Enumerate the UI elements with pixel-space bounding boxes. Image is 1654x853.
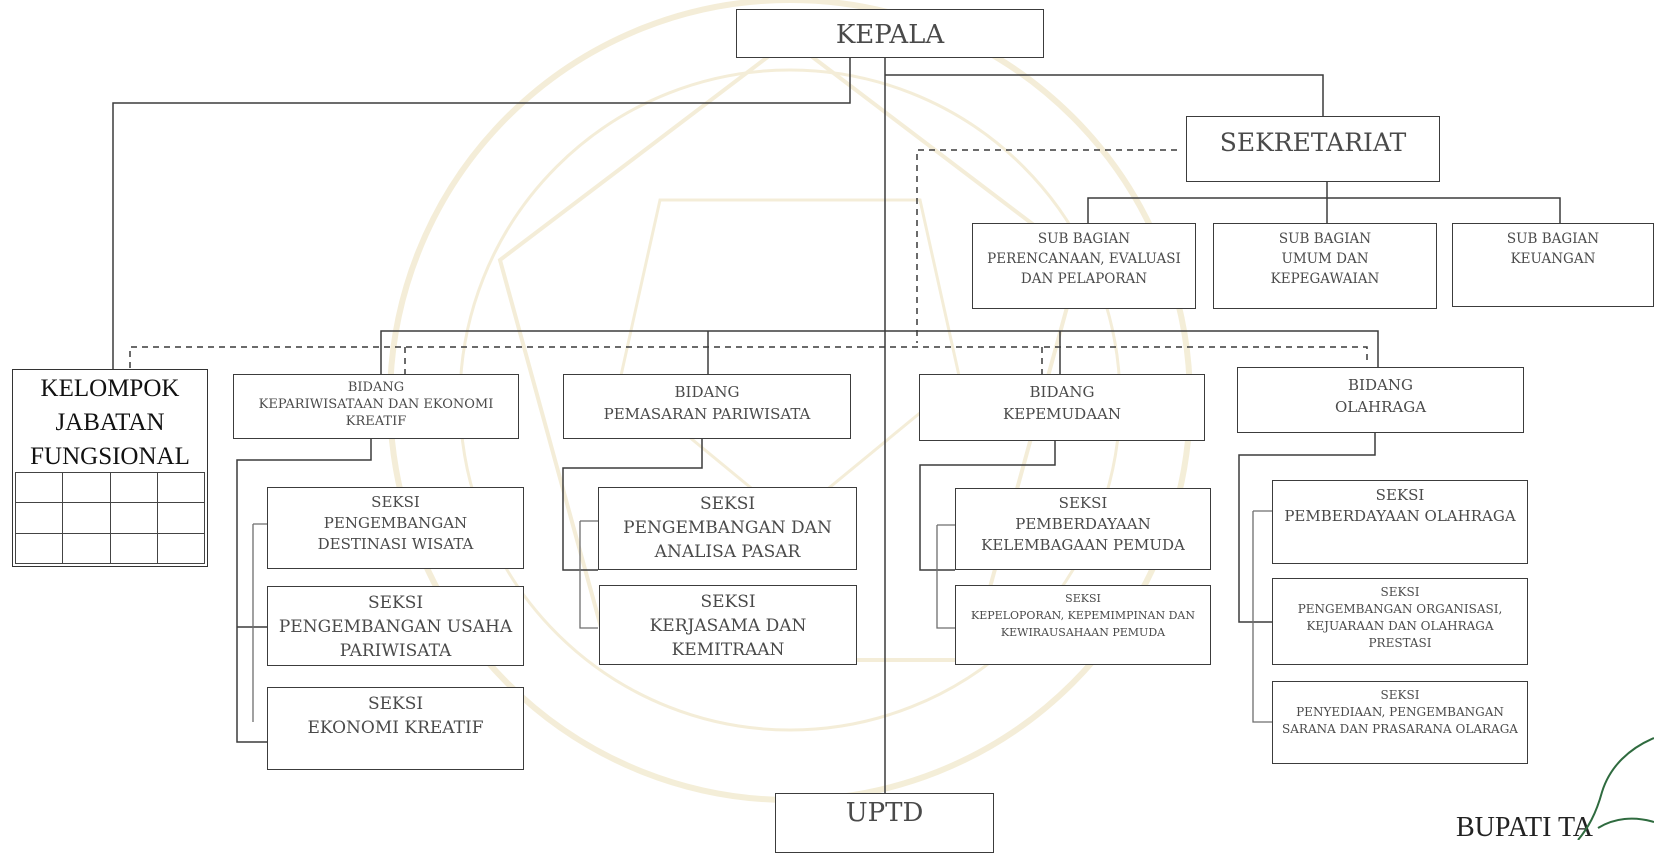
sub-bagian-label: DAN PELAPORAN: [1020, 271, 1148, 287]
bidang-label: KEPARIWISATAAN DAN EKONOMI: [258, 397, 494, 412]
seksi-analisa-pasar-box: SEKSI PENGEMBANGAN DAN ANALISA PASAR: [598, 487, 857, 570]
seksi-label: SARANA DAN PRASARANA OLARAGA: [1282, 722, 1518, 736]
seksi-pemberdayaan-olahraga-box: SEKSI PEMBERDAYAAN OLAHRAGA: [1272, 480, 1528, 564]
seksi-label: SEKSI: [700, 592, 756, 612]
seksi-label: PRESTASI: [1368, 636, 1432, 650]
seksi-label: PARIWISATA: [339, 641, 452, 661]
bidang-kepemudaan-box: BIDANG KEPEMUDAAN: [919, 374, 1205, 441]
seksi-label: KERJASAMA DAN: [649, 616, 807, 636]
bidang-label: BIDANG: [1029, 383, 1095, 401]
seksi-label: KEPELOPORAN, KEPEMIMPINAN DAN: [971, 609, 1195, 622]
seksi-label: KEWIRAUSAHAAN PEMUDA: [1000, 626, 1166, 639]
seksi-kerjasama-box: SEKSI KERJASAMA DAN KEMITRAAN: [599, 585, 857, 665]
bidang-kepariwisataan-box: BIDANG KEPARIWISATAAN DAN EKONOMI KREATI…: [233, 374, 519, 439]
seksi-label: SEKSI: [1375, 486, 1425, 504]
kepala-label: KEPALA: [835, 20, 945, 50]
signatory-label: BUPATI TA: [1456, 812, 1594, 843]
bidang-label: BIDANG: [674, 383, 740, 401]
seksi-label: PEMBERDAYAAN: [1015, 515, 1151, 533]
seksi-label: SEKSI: [699, 494, 756, 514]
kjf-label: FUNGSIONAL: [30, 443, 190, 470]
seksi-ekonomi-kreatif-box: SEKSI EKONOMI KREATIF: [267, 687, 524, 770]
seksi-label: KEJUARAAN DAN OLAHRAGA: [1306, 619, 1494, 633]
sub-bagian-label: KEUANGAN: [1510, 251, 1596, 267]
kepala-box: KEPALA: [736, 9, 1044, 58]
kjf-grid: [14, 471, 206, 565]
seksi-usaha-pariwisata-box: SEKSI PENGEMBANGAN USAHA PARIWISATA: [267, 586, 524, 666]
sub-bagian-keuangan-box: SUB BAGIAN KEUANGAN: [1452, 223, 1654, 307]
bidang-olahraga-box: BIDANG OLAHRAGA: [1237, 367, 1524, 433]
seksi-kelembagaan-pemuda-box: SEKSI PEMBERDAYAAN KELEMBAGAAN PEMUDA: [955, 488, 1211, 570]
seksi-label: KELEMBAGAAN PEMUDA: [981, 536, 1185, 554]
seksi-label: KEMITRAAN: [671, 640, 785, 660]
seksi-label: PENGEMBANGAN ORGANISASI,: [1297, 602, 1503, 616]
kjf-label: KELOMPOK: [40, 375, 180, 402]
bidang-label: BIDANG: [347, 380, 405, 395]
bidang-label: KREATIF: [345, 414, 407, 429]
sub-bagian-perencanaan-box: SUB BAGIAN PERENCANAAN, EVALUASI DAN PEL…: [972, 223, 1196, 309]
seksi-label: PENGEMBANGAN USAHA: [278, 617, 513, 637]
bidang-pemasaran-box: BIDANG PEMASARAN PARIWISATA: [563, 374, 851, 439]
seksi-label: DESTINASI WISATA: [317, 535, 474, 553]
seksi-kepeloporan-box: SEKSI KEPELOPORAN, KEPEMIMPINAN DAN KEWI…: [955, 585, 1211, 665]
seksi-label: EKONOMI KREATIF: [307, 718, 484, 738]
sub-bagian-label: SUB BAGIAN: [1506, 231, 1600, 247]
sekretariat-box: SEKRETARIAT: [1186, 116, 1440, 182]
sub-bagian-label: SUB BAGIAN: [1037, 231, 1131, 247]
bidang-label: PEMASARAN PARIWISATA: [603, 405, 811, 423]
seksi-label: SEKSI: [1058, 494, 1108, 512]
kelompok-jabatan-fungsional-box: KELOMPOK JABATAN FUNGSIONAL: [12, 369, 208, 567]
seksi-label: SEKSI: [1380, 688, 1420, 702]
sub-bagian-label: UMUM DAN: [1281, 251, 1369, 267]
seksi-label: PENGEMBANGAN DAN: [623, 518, 832, 538]
seksi-sarana-prasarana-box: SEKSI PENYEDIAAN, PENGEMBANGAN SARANA DA…: [1272, 681, 1528, 764]
sub-bagian-label: PERENCANAAN, EVALUASI: [987, 251, 1181, 267]
seksi-label: ANALISA PASAR: [654, 542, 801, 562]
uptd-box: UPTD: [775, 793, 994, 853]
seksi-label: SEKSI: [367, 694, 424, 714]
bidang-label: KEPEMUDAAN: [1002, 405, 1121, 423]
sub-bagian-umum-box: SUB BAGIAN UMUM DAN KEPEGAWAIAN: [1213, 223, 1437, 309]
seksi-destinasi-box: SEKSI PENGEMBANGAN DESTINASI WISATA: [267, 487, 524, 569]
seksi-label: SEKSI: [367, 593, 424, 613]
seksi-label: SEKSI: [1065, 592, 1101, 605]
sekretariat-label: SEKRETARIAT: [1219, 128, 1407, 157]
seksi-label: SEKSI: [371, 493, 420, 511]
sub-bagian-label: SUB BAGIAN: [1278, 231, 1372, 247]
bidang-label: BIDANG: [1348, 376, 1413, 394]
seksi-label: SEKSI: [1380, 585, 1420, 599]
bidang-label: OLAHRAGA: [1334, 398, 1427, 416]
sub-bagian-label: KEPEGAWAIAN: [1270, 271, 1380, 287]
seksi-organisasi-olahraga-box: SEKSI PENGEMBANGAN ORGANISASI, KEJUARAAN…: [1272, 578, 1528, 665]
seksi-label: PENGEMBANGAN: [323, 514, 468, 532]
uptd-label: UPTD: [845, 798, 924, 828]
seksi-label: PENYEDIAAN, PENGEMBANGAN: [1296, 705, 1504, 719]
kjf-label: JABATAN: [55, 409, 165, 436]
seksi-label: PEMBERDAYAAN OLAHRAGA: [1284, 507, 1516, 525]
